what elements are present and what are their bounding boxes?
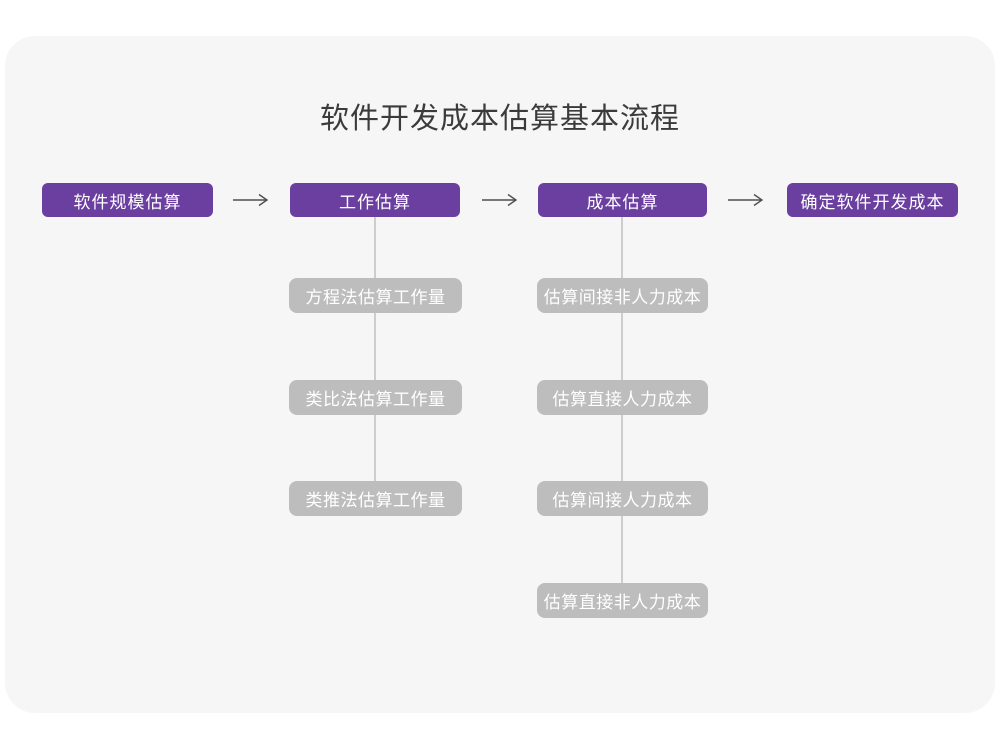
flow-subnode-indirect-nonlabor-cost: 估算间接非人力成本: [537, 278, 708, 313]
flow-node-determine-development-cost: 确定软件开发成本: [787, 183, 958, 217]
connector-line-work-column: [374, 217, 376, 481]
arrow-right-icon: [233, 193, 269, 207]
diagram-title: 软件开发成本估算基本流程: [319, 103, 680, 135]
flow-node-work-estimation: 工作估算: [290, 183, 460, 217]
flow-subnode-direct-labor-cost: 估算直接人力成本: [537, 380, 708, 415]
flow-subnode-direct-nonlabor-cost: 估算直接非人力成本: [537, 583, 708, 618]
flow-subnode-analogy-method: 类比法估算工作量: [289, 380, 462, 415]
flow-subnode-indirect-labor-cost: 估算间接人力成本: [537, 481, 708, 516]
flow-node-software-size-estimation: 软件规模估算: [42, 183, 213, 217]
flow-node-cost-estimation: 成本估算: [538, 183, 707, 217]
flow-subnode-extrapolation-method: 类推法估算工作量: [289, 481, 462, 516]
flow-subnode-equation-method: 方程法估算工作量: [289, 278, 462, 313]
arrow-right-icon: [482, 193, 518, 207]
arrow-right-icon: [728, 193, 764, 207]
diagram-canvas: [5, 36, 995, 713]
